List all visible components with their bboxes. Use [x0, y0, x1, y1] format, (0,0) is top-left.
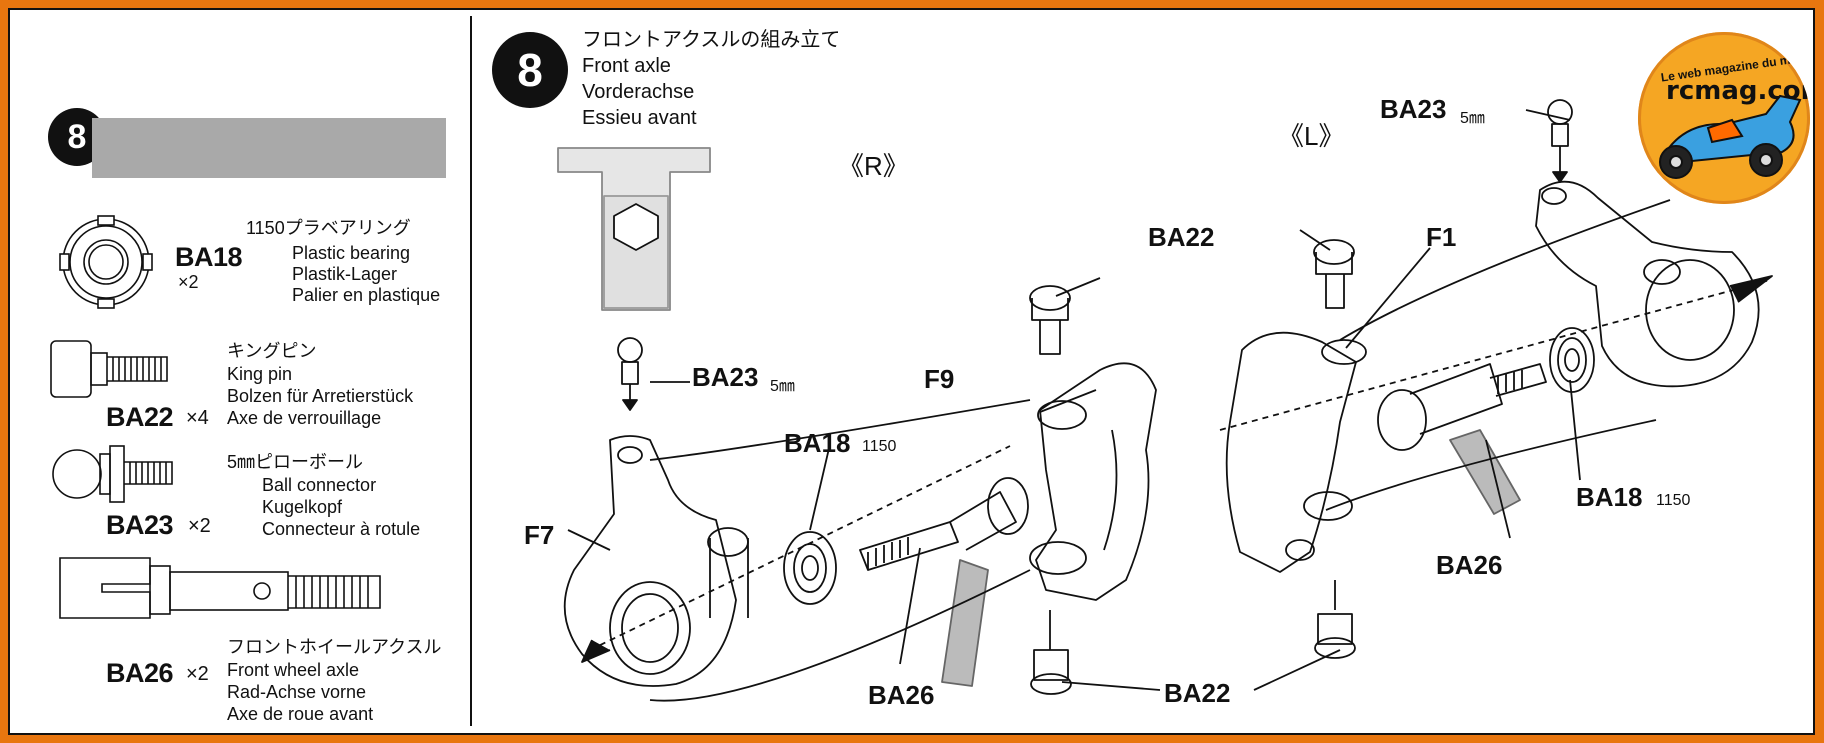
part-fr-ba22: Axe de verrouillage	[227, 408, 382, 428]
part-de-ba23: Kugelkopf	[262, 497, 343, 517]
ball-connector-icon	[52, 445, 173, 503]
part-ja-ba26: フロントホイールアクスル	[227, 637, 442, 657]
part-code-ba18: BA18	[175, 242, 243, 272]
part-fr-ba23: Connecteur à rotule	[262, 519, 421, 539]
part-ja-ba23: 5㎜ピローボール	[227, 452, 364, 472]
callout-f7: F7	[524, 520, 555, 550]
step-title-en: Front axle	[582, 55, 671, 77]
callout-ba23-left: BA23	[1380, 94, 1447, 124]
ball-connector-right	[617, 337, 643, 411]
callout-ba26-right: BA26	[868, 680, 935, 710]
steering-knuckle-left	[1535, 180, 1760, 388]
callout-ba23-right: BA23	[692, 362, 759, 392]
callout-5mm-left: 5㎜	[1460, 110, 1485, 127]
step-title-fr: Essieu avant	[582, 107, 697, 129]
front-axle-right	[859, 477, 1029, 571]
grease-left	[1449, 429, 1521, 515]
callout-ba18-left: BA18	[1576, 482, 1643, 512]
side-label-left: 《L》	[1278, 121, 1345, 151]
part-qty-ba23: ×2	[188, 515, 211, 537]
callout-5mm-right: 5㎜	[770, 378, 795, 395]
hub-carrier-f1	[1225, 331, 1367, 573]
cross-wrench-icon	[557, 147, 711, 311]
part-fr-ba26: Axe de roue avant	[227, 704, 374, 724]
front-axle-left	[1377, 363, 1547, 451]
king-pin-upper-right	[1029, 285, 1071, 355]
bearing-left	[1549, 327, 1595, 393]
part-code-ba22: BA22	[106, 402, 174, 432]
callout-f9: F9	[924, 364, 955, 394]
ball-connector-left	[1547, 99, 1573, 183]
callout-1150-right: 1150	[862, 438, 897, 455]
parts-illustrations	[50, 215, 381, 619]
steering-knuckle-f7	[563, 435, 749, 687]
king-pin-lower-left	[1314, 580, 1356, 659]
part-en-ba22: King pin	[227, 364, 293, 384]
part-fr-ba18: Palier en plastique	[292, 285, 441, 305]
part-ja-ba22: キングピン	[227, 341, 317, 361]
front-wheel-axle-icon	[59, 557, 381, 619]
part-en-ba18: Plastic bearing	[292, 243, 411, 263]
king-pin-icon	[50, 340, 168, 398]
callout-ba26-left: BA26	[1436, 550, 1503, 580]
part-de-ba22: Bolzen für Arretierstück	[227, 386, 414, 406]
callout-ba22-bottom: BA22	[1164, 678, 1231, 708]
callout-1150-left: 1150	[1656, 492, 1691, 509]
part-de-ba18: Plastik-Lager	[292, 264, 398, 284]
panel-divider	[470, 16, 472, 726]
step-title-de: Vorderachse	[582, 81, 695, 103]
callout-f1: F1	[1426, 222, 1457, 252]
side-label-right: 《R》	[838, 151, 909, 181]
king-pin-lower-right	[1030, 610, 1072, 695]
assembly-drawing	[557, 99, 1773, 702]
step-number-circle: 8	[492, 32, 568, 108]
instruction-sheet: 8	[8, 8, 1815, 735]
part-code-ba26: BA26	[106, 658, 174, 688]
part-en-ba26: Front wheel axle	[227, 660, 360, 680]
part-de-ba26: Rad-Achse vorne	[227, 682, 367, 702]
part-ja-ba18: 1150プラベアリング	[246, 218, 411, 238]
part-code-ba23: BA23	[106, 510, 174, 540]
callout-ba22-top: BA22	[1148, 222, 1215, 252]
part-qty-ba22: ×4	[186, 407, 209, 429]
hub-carrier-f9	[1029, 362, 1157, 601]
rcmag-logo: Le web magazine du modelisme rcmag.com	[1638, 32, 1810, 204]
part-qty-ba26: ×2	[186, 663, 209, 685]
grease-right	[941, 559, 989, 687]
part-qty-ba18: ×2	[178, 272, 199, 292]
plastic-bearing-icon	[59, 215, 153, 309]
buggy-icon	[1659, 94, 1802, 179]
step-title-ja: フロントアクスルの組み立て	[582, 29, 841, 51]
parts-header-bar	[92, 118, 446, 178]
callout-ba18-right: BA18	[784, 428, 851, 458]
king-pin-upper-left	[1313, 239, 1355, 309]
part-en-ba23: Ball connector	[262, 475, 377, 495]
